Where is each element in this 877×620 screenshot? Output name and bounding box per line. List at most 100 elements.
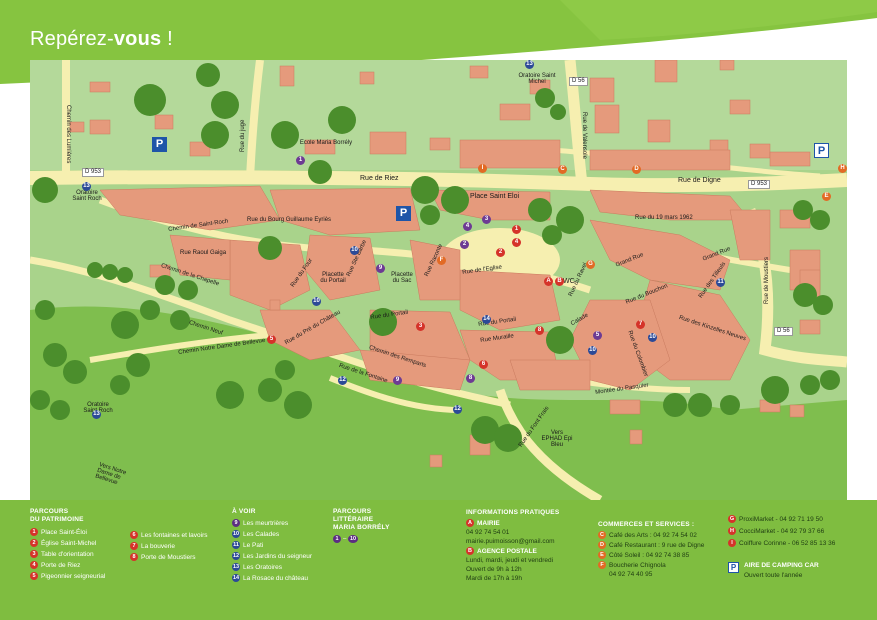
marker-purple-3: 3: [482, 215, 491, 224]
label-rue-du-juge: Rue du juge: [240, 119, 246, 152]
label-chemin-des-lumieres: Chemin des Lumières: [65, 105, 71, 164]
page-title: Repérez-vous !: [30, 28, 173, 50]
legend-informations-title: INFORMATIONS PRATIQUES: [466, 509, 560, 516]
marker-10d: 10: [648, 333, 657, 342]
marker-13b: 13: [525, 60, 534, 69]
marker-G: G: [586, 260, 595, 269]
label-rue-de-moustiers: Rue de Moustiers: [764, 256, 770, 304]
marker-2: 2: [496, 248, 505, 257]
legend-patrimoine-title-1: PARCOURS: [30, 508, 69, 515]
legend-commerces-title: COMMERCES ET SERVICES :: [598, 521, 695, 528]
label-rue-19-mars: Rue du 19 mars 1962: [635, 215, 693, 221]
legend-litteraire-title-1: PARCOURS: [333, 508, 372, 515]
marker-9b: 9: [393, 376, 402, 385]
marker-purple-2: 2: [460, 240, 469, 249]
marker-10c: 10: [588, 346, 597, 355]
legend-litteraire-dash: –: [343, 536, 347, 542]
label-rue-de-valensole: Rue de Valensole: [581, 112, 587, 159]
marker-purple-1: 1: [296, 156, 305, 165]
marker-A: A: [544, 277, 553, 286]
legend-camping-title: AIRE DE CAMPING CAR: [744, 562, 819, 569]
label-wc: WC: [563, 278, 575, 285]
marker-D: D: [632, 165, 641, 174]
legend-boucherie-tel: 04 92 74 40 95: [609, 571, 653, 578]
marker-B: B: [555, 277, 564, 286]
map-drawing: [30, 60, 847, 500]
marker-5: 5: [267, 335, 276, 344]
label-place-saint-eloi: Place Saint Eloi: [470, 193, 520, 200]
legend-litteraire-title-3: MARIA BORRÉLY: [333, 524, 390, 531]
legend-agence-line-2: Ouvert de 9h à 12h: [466, 566, 522, 573]
legend-litteraire-start: 1: [333, 535, 341, 543]
marker-purple-4: 4: [463, 222, 472, 231]
label-rue-de-digne: Rue de Digne: [678, 177, 721, 184]
village-map: D 953 D 953 D 56 D 56 Rue de Riez Rue de…: [30, 60, 847, 500]
marker-9: 9: [376, 264, 385, 273]
marker-10: 10: [350, 246, 359, 255]
legend-litteraire-end: 10: [348, 535, 358, 543]
marker-purple-8: 8: [466, 374, 475, 383]
marker-13: 13: [82, 182, 91, 191]
marker-12: 12: [453, 405, 462, 414]
parking-sign-2: P: [396, 206, 411, 221]
marker-4: 4: [512, 238, 521, 247]
marker-F: F: [437, 256, 446, 265]
marker-8: 8: [535, 326, 544, 335]
legend-mairie-mail: mairie.puimoisson@gmail.com: [466, 538, 555, 545]
parking-sign-1: P: [152, 137, 167, 152]
label-placette-sac: Placette du Sac: [391, 272, 413, 284]
legend-mairie-tel: 04 92 74 54 01: [466, 529, 510, 536]
marker-11: 11: [716, 278, 725, 287]
label-oratoire-saint-roch: Oratoire Saint Roch: [72, 190, 102, 202]
road-d953-left: D 953: [82, 168, 105, 178]
legend-litteraire-title-2: LITTÉRAIRE: [333, 516, 374, 523]
road-d56-top: D 56: [569, 77, 588, 87]
marker-I: I: [478, 164, 487, 173]
marker-13c: 13: [92, 410, 101, 419]
road-d953-right: D 953: [748, 180, 771, 190]
label-rue-du-bourg: Rue du Bourg Guillaume Eyriès: [247, 217, 332, 223]
marker-1: 1: [512, 225, 521, 234]
marker-C: C: [558, 165, 567, 174]
marker-12b: 12: [338, 376, 347, 385]
label-oratoire-saint-michel: Oratoire Saint Michel: [518, 73, 556, 85]
label-vers-ephad: Vers EPHAD Epi Bleu: [541, 430, 573, 448]
label-rue-raoul-gaiga: Rue Raoul Gaiga: [180, 250, 227, 256]
camping-car-sign: P: [814, 143, 829, 158]
road-d56-bottom: D 56: [774, 327, 793, 337]
legend-agence-line-3: Mardi de 17h à 19h: [466, 575, 523, 582]
label-placette-portail: Placette du Portail: [320, 272, 346, 284]
legend-camping-sub: Ouvert toute l'année: [744, 572, 803, 579]
marker-3: 3: [416, 322, 425, 331]
marker-7: 7: [636, 320, 645, 329]
marker-6: 6: [479, 360, 488, 369]
